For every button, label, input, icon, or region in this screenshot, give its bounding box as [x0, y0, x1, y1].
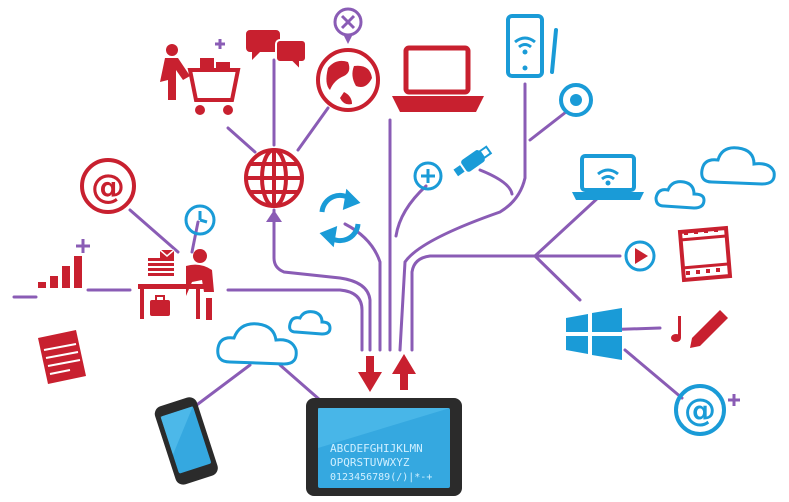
tablet-screen-line-3: 0123456789(/)|*-+: [330, 472, 432, 483]
cloud-bottom-icon: [216, 310, 332, 366]
laptop-wifi-icon: [572, 154, 644, 200]
target-icon: [559, 83, 593, 117]
svg-text:@: @: [91, 167, 125, 207]
pencil-icon: [690, 310, 728, 348]
plus-sign-icon: [76, 239, 90, 253]
plus-small-icon: [728, 394, 740, 406]
smartphone-wifi-icon: [506, 14, 558, 78]
chat-bubbles-icon: [246, 30, 307, 73]
plus-icon: [215, 39, 225, 49]
phone-icon: [154, 397, 218, 485]
bar-chart-icon: [38, 256, 82, 288]
office-worker-icon: [138, 249, 214, 320]
globe-close-icon: [316, 7, 380, 112]
usb-drive-icon: [453, 145, 493, 177]
document-icon: [38, 330, 86, 384]
at-sign-blue-icon: @: [674, 384, 726, 436]
at-sign-icon: @: [80, 158, 136, 214]
play-icon: [624, 240, 656, 272]
windows-logo-icon: [566, 308, 622, 360]
globe-icon: [244, 148, 304, 208]
svg-text:@: @: [684, 391, 716, 429]
tablet-icon: ABCDEFGHIJKLMN OPQRSTUVWXYZ 0123456789(/…: [306, 398, 462, 496]
tablet-screen-line-1: ABCDEFGHIJKLMN: [330, 442, 423, 455]
connector-lines: [12, 58, 684, 412]
transfer-arrows-icon: [358, 354, 416, 392]
clock-icon: [184, 204, 216, 236]
cloud-icon: [654, 146, 776, 210]
film-icon: [677, 225, 733, 283]
arrow-up-head: [266, 210, 282, 222]
tablet-screen-line-2: OPQRSTUVWXYZ: [330, 456, 410, 469]
shopping-cart-icon: [160, 44, 241, 115]
add-circle-icon: [413, 161, 443, 191]
laptop-icon: [392, 45, 484, 112]
sync-icon: [319, 188, 361, 248]
music-note-icon: [671, 316, 681, 342]
